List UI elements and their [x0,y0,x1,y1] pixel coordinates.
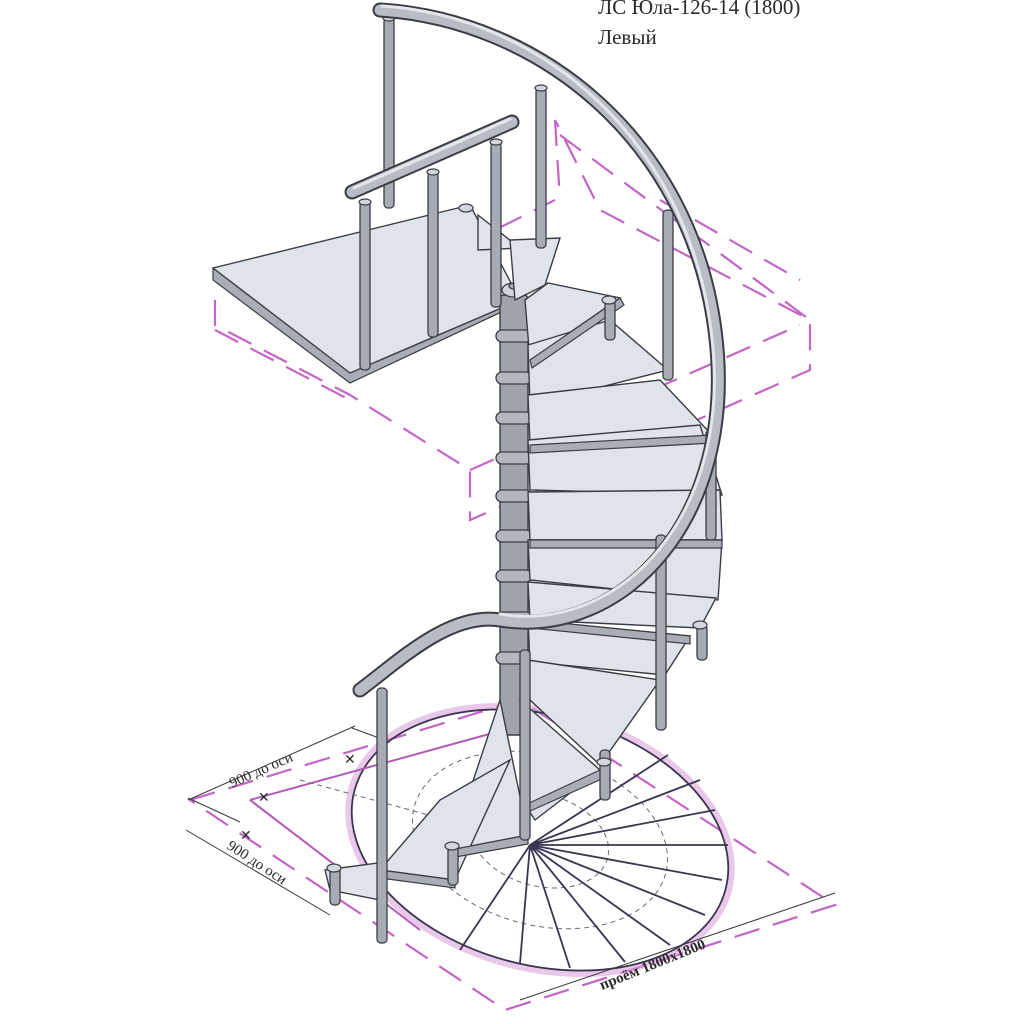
baluster [427,171,439,338]
baluster [359,201,371,371]
baluster [696,624,708,661]
title-block: ЛС Юла-126-14 (1800) Левый [598,0,800,52]
spiral-handrail [352,2,726,698]
axis-mark: ✕ [240,829,252,844]
baluster [655,534,667,731]
baluster [604,299,616,341]
dim-label-opening: проём 1800x1800 [598,937,708,994]
dimension-opening: проём 1800x1800 [519,892,836,1001]
axis-mark: ✕ [344,753,356,768]
baluster [662,209,674,381]
dimension-left: 900 до оси ✕ [185,829,331,916]
axis-mark: ✕ [258,791,270,806]
model-title: ЛС Юла-126-14 (1800) [598,0,801,19]
baluster [535,87,547,249]
baluster [447,844,459,886]
baluster [376,687,388,944]
direction-label: Левый [598,25,657,49]
baluster [519,649,531,841]
balusters [326,14,717,944]
baluster [490,141,502,308]
platform-handrail [344,114,520,200]
